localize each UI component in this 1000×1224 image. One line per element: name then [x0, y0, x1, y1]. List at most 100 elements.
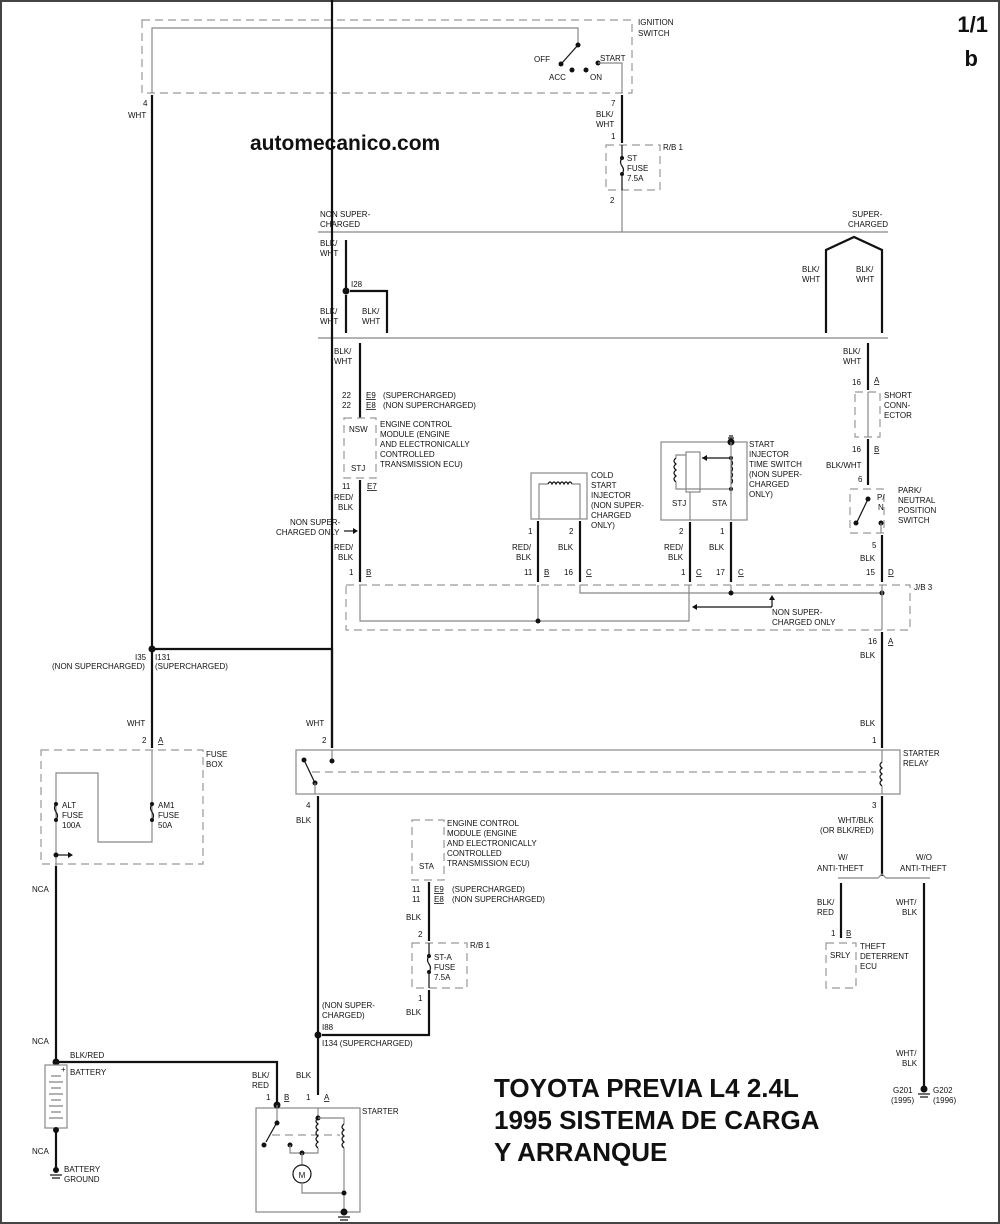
ecm-top-name: ENGINE CONTROL MODULE (ENGINE AND ELECTR…: [380, 420, 470, 469]
ign-pos-acc: ACC: [549, 73, 566, 82]
ignition-internal-wire: [151, 27, 579, 93]
branch-nsc-1: NON SUPER-: [320, 210, 371, 219]
ign-wire-right-1: BLK/: [596, 110, 614, 119]
ecm-bottom-term-sta: STA: [419, 862, 435, 871]
fuse-box: [40, 749, 204, 865]
st-fuse-rb: R/B 1: [663, 143, 684, 152]
ts-jb-pin-sta: 17: [716, 568, 725, 577]
st-fuse-icon: [619, 145, 625, 190]
starter-conn-a: A: [324, 1093, 330, 1102]
at-wire-wo-3: WHT/: [896, 1049, 917, 1058]
splice-i35-note: (NON SUPERCHARGED): [52, 662, 145, 671]
starter-wire-b-2: RED: [252, 1081, 269, 1090]
fusebox-pin-in: 2: [142, 736, 147, 745]
splice-i28-label: I28: [351, 280, 363, 289]
injector-coil-icon: [547, 481, 573, 486]
ecm-top-box: [343, 417, 377, 479]
jb3-box: [345, 584, 911, 631]
sta-fuse-l1: ST-A: [434, 953, 452, 962]
anti-theft-branch: [838, 873, 930, 879]
starter-ground-icon: [340, 1208, 348, 1216]
splice-i35: I35: [135, 653, 147, 662]
relay-wire-out-left: BLK: [296, 816, 312, 825]
csi-pin-1: 1: [528, 527, 533, 536]
svg-text:INJECTOR: INJECTOR: [591, 491, 631, 500]
ecm-bottom-wire: BLK: [406, 913, 422, 922]
svg-text:TRANSMISSION ECU): TRANSMISSION ECU): [447, 859, 530, 868]
ecm-bottom-pin-b: 11: [412, 895, 421, 904]
sc-wire-1b: WHT: [802, 275, 820, 284]
svg-text:AND ELECTRONICALLY: AND ELECTRONICALLY: [380, 440, 470, 449]
ecm-term-nsw: NSW: [349, 425, 368, 434]
ts-wire-stj-2: BLK: [668, 553, 684, 562]
ignition-switch-label-1: IGNITION: [638, 18, 674, 27]
relay-pin-out-left: 4: [306, 801, 311, 810]
hold-in-coil-icon: [341, 1123, 345, 1149]
splice-i35-i131: [148, 645, 156, 653]
branch-sc-1: SUPER-: [852, 210, 883, 219]
sc-wire-in-1: BLK/: [843, 347, 861, 356]
pn-switch-box: [849, 488, 885, 534]
svg-text:DETERRENT: DETERRENT: [860, 952, 909, 961]
ecm-pin-22b: 22: [342, 401, 351, 410]
sta-fuse-l2: FUSE: [434, 963, 455, 972]
svg-text:THEFT: THEFT: [860, 942, 886, 951]
at-wo-1: W/O: [916, 853, 932, 862]
svg-text:CHARGED: CHARGED: [749, 480, 789, 489]
jb3-out-conn: A: [888, 637, 894, 646]
battery-wire-bottom: NCA: [32, 1147, 50, 1156]
relay-pin-in-left: 2: [322, 736, 327, 745]
stj-wire-2a: RED/: [334, 543, 354, 552]
pn-wire-out: BLK: [860, 554, 876, 563]
sta-fuse-rb: R/B 1: [470, 941, 491, 950]
sc-wire-2b: WHT: [856, 275, 874, 284]
svg-text:COLD: COLD: [591, 471, 613, 480]
st-fuse-l3: 7.5A: [627, 174, 644, 183]
jb3-internal-1: [359, 585, 690, 622]
ecm-bottom-note-sc: (SUPERCHARGED): [452, 885, 525, 894]
nsc-wire-3a: BLK/: [362, 307, 380, 316]
nsc-wire-1b: WHT: [320, 249, 338, 258]
svg-text:ECU: ECU: [860, 962, 877, 971]
ecm-in-wire-1: BLK/: [334, 347, 352, 356]
ecm-pin-11: 11: [342, 482, 351, 491]
ecm-note-nsc: (NON SUPERCHARGED): [383, 401, 476, 410]
ecm-note-sc: (SUPERCHARGED): [383, 391, 456, 400]
jb3-label: J/B 3: [914, 583, 933, 592]
ecm-note-1: NON SUPER-: [290, 518, 341, 527]
relay-wire-in-right: BLK: [860, 719, 876, 728]
csi-jb-conn-2: C: [586, 568, 592, 577]
branch-nsc-2: CHARGED: [320, 220, 360, 229]
splice-i28: [342, 287, 350, 295]
csi-jb-pin-1: 11: [524, 568, 533, 577]
sc-conn-a: A: [874, 376, 880, 385]
ign-pos-on: ON: [590, 73, 602, 82]
svg-text:START: START: [591, 481, 617, 490]
sc-wire-1a: BLK/: [802, 265, 820, 274]
fusebox-internal: [55, 750, 153, 868]
starter-relay-box: [295, 749, 901, 795]
ecm-bottom-note-nsc: (NON SUPERCHARGED): [452, 895, 545, 904]
svg-text:ONLY): ONLY): [749, 490, 773, 499]
at-wire-wo-2: BLK: [902, 908, 918, 917]
csi-pin-2: 2: [569, 527, 574, 536]
at-pin: 1: [831, 929, 836, 938]
splice-i131: I131: [155, 653, 171, 662]
pn-switch-name: PARK/ NEUTRAL POSITION SWITCH: [898, 486, 936, 525]
ign-pos-start: START: [600, 54, 626, 63]
battery-wire-top: NCA: [32, 885, 50, 894]
splice-i131-note: (SUPERCHARGED): [155, 662, 228, 671]
svg-text:ENGINE CONTROL: ENGINE CONTROL: [380, 420, 453, 429]
relay-coil-icon: [879, 761, 883, 787]
sc-pin-a: 16: [852, 378, 861, 387]
csi-wire-1b: BLK: [516, 553, 532, 562]
battery-wire-out: BLK/RED: [70, 1051, 104, 1060]
page-variant: b: [965, 46, 978, 71]
at-conn: B: [846, 929, 851, 938]
sc-conn-b: B: [874, 445, 879, 454]
svg-text:POSITION: POSITION: [898, 506, 936, 515]
ecm-conn-e7: E7: [367, 482, 377, 491]
alt-fuse-l1: ALT: [62, 801, 76, 810]
ecm-bottom-name: ENGINE CONTROL MODULE (ENGINE AND ELECTR…: [447, 819, 537, 868]
st-fuse-pin-2: 2: [610, 196, 615, 205]
